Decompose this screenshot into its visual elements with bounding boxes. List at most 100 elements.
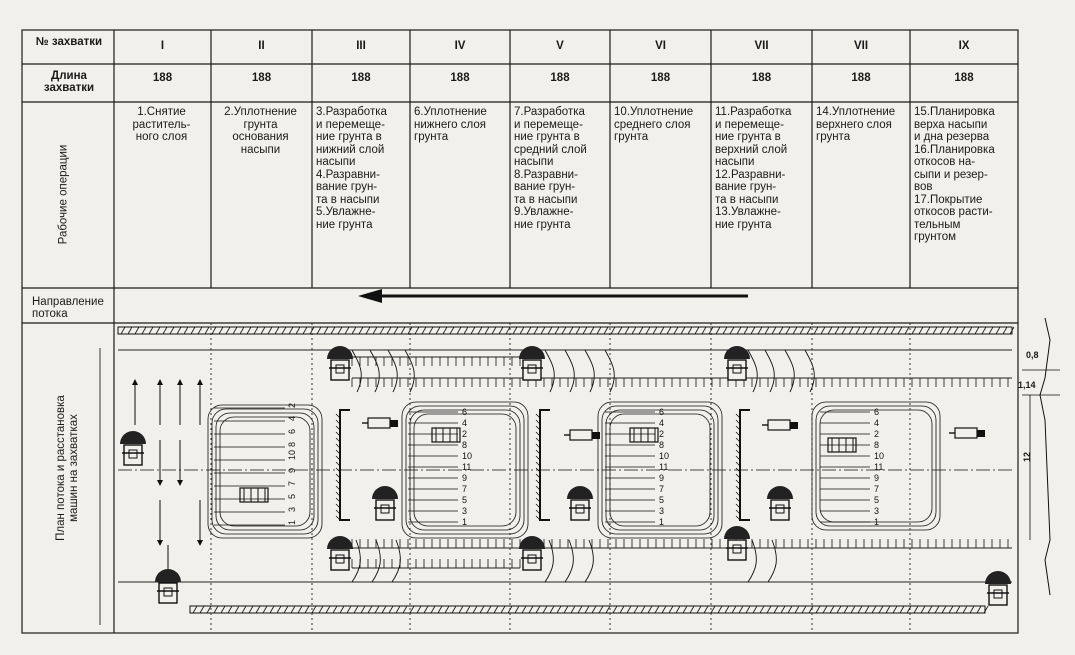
lane-number: 4	[462, 418, 467, 428]
scraper-path-top-c0	[747, 349, 758, 393]
scraper-path-top-c1	[764, 349, 775, 393]
section-length-3: 188	[351, 72, 371, 84]
lower-slope-ticks-2	[351, 559, 521, 569]
operation-cell-7: 11.Разработка и перемеще- ние грунта в в…	[715, 106, 792, 231]
scraper-path-bot-a1	[371, 539, 381, 583]
roller-icon-1	[239, 487, 269, 503]
bulldozer-icon-2	[327, 346, 353, 381]
operations-row-label: Рабочие операции	[57, 144, 70, 245]
lane-number: 2	[462, 429, 467, 439]
scraper-path-bot-a0	[351, 539, 361, 583]
section-length-9: 188	[954, 72, 974, 84]
upper-slope-ticks	[351, 377, 1012, 387]
scraper-icon-4	[767, 486, 793, 521]
scraper-icon-2	[567, 486, 593, 521]
lane-number: 8	[874, 440, 879, 450]
water-truck-icon-2	[564, 429, 600, 441]
grader-icon-1	[949, 427, 985, 439]
bulldozer-icon-8	[985, 571, 1011, 606]
operation-cell-5: 7.Разработка и перемеще- ние грунта в ср…	[514, 106, 587, 231]
lane-number: 2	[659, 429, 664, 439]
lane-number: 5	[874, 495, 879, 505]
lane-number: 4	[874, 418, 879, 428]
scraper-icon-3	[372, 486, 398, 521]
lane-number: 7	[462, 484, 467, 494]
lane-number: 6	[462, 407, 467, 417]
roller-icon-3	[629, 427, 659, 443]
scraper-path-bot-c1	[767, 539, 777, 583]
compaction-loops-section-8	[811, 401, 941, 531]
lane-number: 3	[659, 506, 664, 516]
lane-number: 9	[659, 473, 664, 483]
dimension-1-14: 1,14	[1018, 380, 1036, 390]
flow-direction-arrow	[358, 289, 748, 303]
bulldozer-icon-4	[519, 346, 545, 381]
lane-number: 1	[874, 517, 879, 527]
operation-cell-3: 3.Разработка и перемеще- ние грунта в ни…	[316, 106, 387, 231]
bottom-reserve-strip	[189, 605, 989, 614]
lane-number: 10	[462, 451, 472, 461]
bulldozer-icon-7	[724, 526, 750, 561]
section-1-scraper-paths	[99, 348, 203, 625]
section-length-8: 188	[851, 72, 871, 84]
lane-number: 5	[462, 495, 467, 505]
lane-number: 11	[462, 462, 471, 472]
lane-number: 10	[287, 450, 297, 460]
lane-number: 6	[659, 407, 664, 417]
scraper-path-bot-b1	[564, 539, 574, 583]
lane-number: 3	[287, 507, 297, 512]
lane-number: 10	[659, 451, 669, 461]
water-truck-icon-1	[362, 417, 398, 429]
section-length-2: 188	[251, 72, 272, 84]
lane-number: 8	[462, 440, 467, 450]
scraper-icon-1	[155, 569, 181, 604]
section-length-6: 188	[650, 72, 671, 84]
section-length-5: 188	[550, 72, 570, 84]
cross-section-profile	[1022, 317, 1060, 596]
bulldozer-icon-3	[327, 536, 353, 571]
bulldozer-icon-6	[724, 346, 750, 381]
scraper-path-top-b3	[604, 349, 615, 393]
section-number-2: II	[258, 40, 265, 52]
scraper-path-bot-c0	[747, 539, 757, 583]
compaction-loops-section-4	[401, 401, 529, 539]
lane-number: 9	[874, 473, 879, 483]
dimension-12: 12	[1022, 451, 1033, 463]
lane-number: 8	[287, 442, 297, 447]
lane-number: 7	[659, 484, 664, 494]
scraper-path-top-b0	[544, 349, 555, 393]
scraper-path-top-a1	[369, 349, 380, 393]
section-boundary-bracket-1	[335, 409, 350, 521]
section-number-6: VI	[655, 40, 666, 52]
operation-cell-8: 14.Уплотнение верхнего слоя грунта	[816, 106, 896, 143]
bulldozer-icon-1	[120, 431, 146, 466]
lane-number: 6	[874, 407, 879, 417]
compaction-loops-section-6	[597, 401, 723, 539]
scraper-path-top-a2	[387, 349, 398, 393]
scraper-path-top-a3	[404, 349, 415, 393]
header-label-length: Длина захватки	[43, 70, 95, 94]
section-number-8: VII	[853, 40, 869, 52]
section-boundary-bracket-2	[535, 409, 550, 521]
scraper-path-top-b2	[584, 349, 595, 393]
flow-row-label: Направление потока	[32, 296, 104, 320]
lane-number: 1	[462, 517, 467, 527]
scraper-path-top-c3	[804, 349, 815, 393]
lane-number: 3	[462, 506, 467, 516]
scraper-path-bot-b0	[544, 539, 554, 583]
operation-cell-1: 1.Снятие раститель- ного слоя	[132, 106, 191, 143]
lane-number: 4	[659, 418, 664, 428]
plan-row-label: План потока и расстановка машин на захва…	[55, 395, 80, 541]
lower-slope-ticks	[351, 539, 1012, 549]
operation-cell-9: 15.Планировка верха насыпи и дна резерва…	[914, 106, 995, 243]
section-number-1: I	[160, 40, 165, 52]
lane-number: 11	[874, 462, 883, 472]
roller-icon-2	[431, 427, 461, 443]
operation-cell-2: 2.Уплотнение грунта основания насыпи	[224, 106, 297, 156]
dimension-0-8: 0,8	[1026, 350, 1039, 360]
lane-number: 1	[287, 520, 297, 525]
